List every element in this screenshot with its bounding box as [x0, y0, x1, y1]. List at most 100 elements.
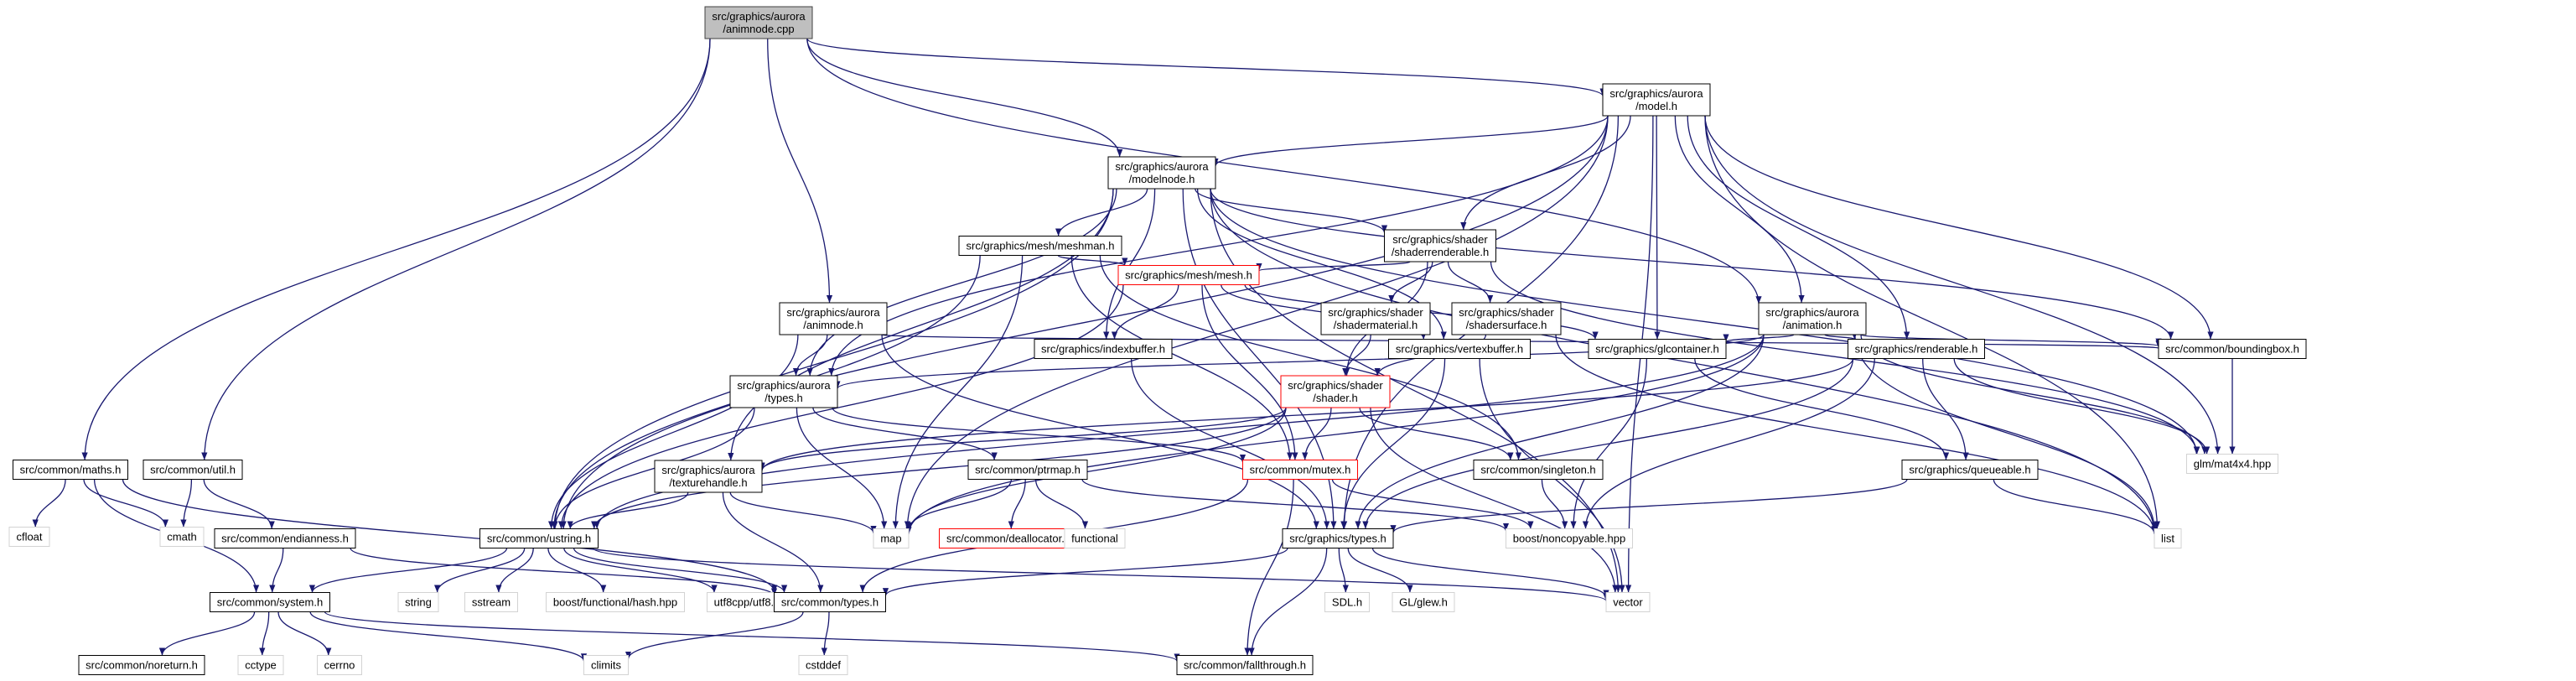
node-box[interactable]: [779, 302, 888, 335]
node-box[interactable]: [1848, 339, 1985, 359]
node-modelnode-h[interactable]: src/graphics/aurora/modelnode.h: [1107, 156, 1216, 190]
node-box[interactable]: [1388, 339, 1531, 359]
node-box[interactable]: [143, 460, 243, 480]
node-vector[interactable]: vector: [1605, 592, 1651, 612]
node-mat4x4[interactable]: glm/mat4x4.hpp: [2186, 454, 2278, 474]
node-box[interactable]: [397, 592, 439, 612]
node-box[interactable]: [774, 592, 886, 612]
node-ptrmap-h[interactable]: src/common/ptrmap.h: [967, 460, 1088, 480]
node-box[interactable]: [1034, 339, 1173, 359]
node-fallthrough-h[interactable]: src/common/fallthrough.h: [1176, 655, 1314, 675]
node-cmath[interactable]: cmath: [159, 527, 205, 547]
node-box[interactable]: [654, 460, 763, 493]
node-box[interactable]: [967, 460, 1088, 480]
node-deallocator-h[interactable]: src/common/deallocator.h: [939, 528, 1078, 548]
node-glew-h[interactable]: GL/glew.h: [1392, 592, 1455, 612]
node-animation-h[interactable]: src/graphics/aurora/animation.h: [1758, 302, 1867, 335]
node-box[interactable]: [583, 655, 629, 675]
node-box[interactable]: [1176, 655, 1314, 675]
node-box[interactable]: [1107, 156, 1216, 190]
node-box[interactable]: [798, 655, 848, 675]
node-utf8[interactable]: utf8cpp/utf8.h: [707, 592, 787, 612]
node-graphics-types-h[interactable]: src/graphics/types.h: [1282, 528, 1394, 548]
node-box[interactable]: [546, 592, 685, 612]
node-box[interactable]: [13, 460, 128, 480]
node-shaderrenderable-h[interactable]: src/graphics/shader/shaderrenderable.h: [1384, 229, 1496, 263]
node-box[interactable]: [1280, 375, 1391, 408]
node-box[interactable]: [237, 655, 284, 675]
node-model-h[interactable]: src/graphics/aurora/model.h: [1602, 83, 1711, 117]
node-boundingbox-h[interactable]: src/common/boundingbox.h: [2158, 339, 2307, 359]
node-box[interactable]: [2186, 454, 2278, 474]
node-texturehandle-h[interactable]: src/graphics/aurora/texturehandle.h: [654, 460, 763, 493]
node-common-types-h[interactable]: src/common/types.h: [774, 592, 886, 612]
node-queueable-h[interactable]: src/graphics/queueable.h: [1901, 460, 2039, 480]
node-climits[interactable]: climits: [583, 655, 629, 675]
node-box[interactable]: [729, 375, 838, 408]
node-endianness-h[interactable]: src/common/endianness.h: [214, 528, 356, 548]
node-label: /animation.h: [1783, 319, 1843, 331]
node-box[interactable]: [464, 592, 518, 612]
node-mesh-h[interactable]: src/graphics/mesh/mesh.h: [1117, 265, 1260, 285]
node-meshman-h[interactable]: src/graphics/mesh/meshman.h: [958, 236, 1122, 256]
node-ustring-h[interactable]: src/common/ustring.h: [479, 528, 599, 548]
node-renderable-h[interactable]: src/graphics/renderable.h: [1848, 339, 1985, 359]
node-box[interactable]: [2154, 528, 2182, 548]
node-box[interactable]: [1282, 528, 1394, 548]
node-box[interactable]: [1320, 302, 1431, 335]
node-singleton-h[interactable]: src/common/singleton.h: [1473, 460, 1604, 480]
node-system-h[interactable]: src/common/system.h: [210, 592, 330, 612]
node-cfloat[interactable]: cfloat: [8, 527, 50, 547]
node-box[interactable]: [1392, 592, 1455, 612]
node-box[interactable]: [1901, 460, 2039, 480]
node-glcontainer-h[interactable]: src/graphics/glcontainer.h: [1588, 339, 1727, 359]
node-functional[interactable]: functional: [1064, 528, 1126, 548]
node-box[interactable]: [210, 592, 330, 612]
node-box[interactable]: [1117, 265, 1260, 285]
node-sstream[interactable]: sstream: [464, 592, 518, 612]
node-sdl-h[interactable]: SDL.h: [1324, 592, 1370, 612]
node-box[interactable]: [159, 527, 205, 547]
node-cerrno[interactable]: cerrno: [317, 655, 362, 675]
node-box[interactable]: [704, 6, 813, 39]
node-box[interactable]: [1473, 460, 1604, 480]
node-list[interactable]: list: [2154, 528, 2182, 548]
node-animnode-h[interactable]: src/graphics/aurora/animnode.h: [779, 302, 888, 335]
node-shadersurface-h[interactable]: src/graphics/shader/shadersurface.h: [1451, 302, 1562, 335]
node-box[interactable]: [873, 528, 910, 548]
node-aurora-types-h[interactable]: src/graphics/aurora/types.h: [729, 375, 838, 408]
node-box[interactable]: [1602, 83, 1711, 117]
node-cstddef[interactable]: cstddef: [798, 655, 848, 675]
node-box[interactable]: [1451, 302, 1562, 335]
node-boost-hash[interactable]: boost/functional/hash.hpp: [546, 592, 685, 612]
node-noncopyable[interactable]: boost/noncopyable.hpp: [1506, 528, 1633, 548]
node-indexbuffer-h[interactable]: src/graphics/indexbuffer.h: [1034, 339, 1173, 359]
node-box[interactable]: [958, 236, 1122, 256]
node-util-h[interactable]: src/common/util.h: [143, 460, 243, 480]
node-box[interactable]: [1384, 229, 1496, 263]
node-box[interactable]: [1064, 528, 1126, 548]
node-box[interactable]: [1324, 592, 1370, 612]
node-vertexbuffer-h[interactable]: src/graphics/vertexbuffer.h: [1388, 339, 1531, 359]
node-box[interactable]: [2158, 339, 2307, 359]
node-map[interactable]: map: [873, 528, 910, 548]
node-box[interactable]: [317, 655, 362, 675]
node-box[interactable]: [214, 528, 356, 548]
node-shadermaterial-h[interactable]: src/graphics/shader/shadermaterial.h: [1320, 302, 1431, 335]
node-box[interactable]: [1506, 528, 1633, 548]
node-label: list: [2161, 533, 2174, 545]
node-box[interactable]: [1758, 302, 1867, 335]
node-box[interactable]: [1605, 592, 1651, 612]
node-shader-h[interactable]: src/graphics/shader/shader.h: [1280, 375, 1391, 408]
node-box[interactable]: [1588, 339, 1727, 359]
node-string[interactable]: string: [397, 592, 439, 612]
node-box[interactable]: [1242, 460, 1358, 480]
node-root[interactable]: src/graphics/aurora/animnode.cpp: [704, 6, 813, 39]
node-box[interactable]: [8, 527, 50, 547]
node-box[interactable]: [78, 655, 205, 675]
node-mutex-h[interactable]: src/common/mutex.h: [1242, 460, 1358, 480]
node-noreturn-h[interactable]: src/common/noreturn.h: [78, 655, 205, 675]
node-cctype[interactable]: cctype: [237, 655, 284, 675]
node-maths-h[interactable]: src/common/maths.h: [13, 460, 128, 480]
node-box[interactable]: [479, 528, 599, 548]
